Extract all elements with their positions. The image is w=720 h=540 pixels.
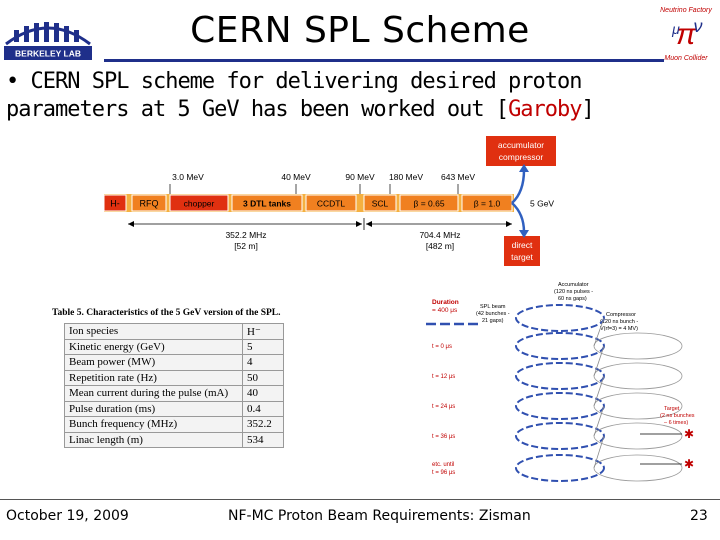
svg-text:ν: ν: [694, 16, 703, 36]
spl-beam-bunches: (42 bunches -: [476, 311, 510, 317]
length-low: [52 m]: [234, 241, 258, 251]
berkeley-lab-logo: BERKELEY LAB: [4, 6, 92, 62]
table-row: Kinetic energy (GeV)5: [64, 338, 284, 355]
table-cell-value: H⁻: [242, 323, 284, 340]
table-cell-value: 40: [242, 385, 284, 402]
time-label: etc. until: [432, 462, 454, 468]
time-label: t = 24 μs: [432, 404, 455, 410]
output-energy: 5 GeV: [530, 199, 554, 209]
table-row: Mean current during the pulse (mA)40: [64, 385, 284, 402]
duration-value: = 400 μs: [432, 307, 458, 314]
table-cell-parameter: Mean current during the pulse (mA): [64, 385, 243, 402]
block-label: β = 0.65: [413, 199, 444, 209]
table-cell-parameter: Beam power (MW): [64, 354, 243, 371]
table-row: Repetition rate (Hz)50: [64, 369, 284, 386]
footer-date: October 19, 2009: [6, 508, 129, 524]
block-label: CCDTL: [317, 199, 346, 209]
target-label: target: [511, 252, 533, 262]
svg-text:π: π: [676, 18, 697, 51]
accumulator-label: accumulator: [498, 140, 544, 150]
energy-label: 40 MeV: [281, 172, 311, 182]
length-high: [482 m]: [426, 241, 454, 251]
time-label: t = 12 μs: [432, 374, 455, 380]
table-cell-value: 0.4: [242, 400, 284, 417]
energy-label: 643 MeV: [441, 172, 475, 182]
accumulator-gaps: 60 ns gaps): [558, 296, 587, 302]
nf-mc-logo: Neutrino Factory π ν μ Muon Collider: [654, 0, 718, 66]
footer-rule: [0, 499, 720, 500]
table-cell-parameter: Linac length (m): [64, 431, 243, 448]
time-label: t = 96 μs: [432, 470, 455, 476]
svg-text:μ: μ: [671, 21, 680, 37]
spl-beam-gaps: 21 gaps): [482, 318, 504, 324]
compressor-label: compressor: [499, 152, 544, 162]
spl-scheme-diagram: 3.0 MeV 40 MeV 90 MeV 180 MeV 643 MeV H-…: [100, 134, 570, 274]
compressor-bunch: (120 ns bunch -: [600, 319, 638, 325]
accumulator-pulses: (120 ns pulses -: [554, 289, 593, 295]
bullet-highlight: Garoby: [508, 97, 582, 122]
accumulator-title: Accumulator: [558, 282, 589, 288]
bullet-text: • CERN SPL scheme for delivering desired…: [6, 69, 595, 122]
bullet-before: CERN SPL scheme for delivering desired p…: [6, 69, 583, 122]
block-label: β = 1.0: [474, 199, 501, 209]
table-cell-parameter: Ion species: [64, 323, 243, 340]
block-label: SCL: [372, 199, 389, 209]
logo-right-top: Neutrino Factory: [660, 7, 712, 14]
table-caption: Table 5. Characteristics of the 5 GeV ve…: [52, 308, 281, 318]
target-times: – 6 times): [664, 420, 688, 426]
table-cell-parameter: Repetition rate (Hz): [64, 369, 243, 386]
table-cell-value: 50: [242, 369, 284, 386]
table-cell-value: 5: [242, 338, 284, 355]
spl-beam-label: SPL beam: [480, 304, 506, 310]
bullet-after: ]: [581, 97, 595, 122]
energy-label: 180 MeV: [389, 172, 423, 182]
table-cell-parameter: Pulse duration (ms): [64, 400, 243, 417]
direct-label: direct: [512, 240, 533, 250]
title-rule: [104, 59, 664, 62]
time-label: t = 36 μs: [432, 434, 455, 440]
target-title: Target: [664, 406, 680, 412]
energy-label: 3.0 MeV: [172, 172, 204, 182]
table-cell-parameter: Bunch frequency (MHz): [64, 416, 243, 433]
target-bunches: (2 ns bunches: [660, 413, 695, 419]
slide-title: CERN SPL Scheme: [190, 10, 530, 51]
compressor-voltage: V(rf=3) = 4 MV): [600, 326, 638, 332]
logo-right-bottom: Muon Collider: [664, 55, 708, 62]
table-row: Bunch frequency (MHz)352.2: [64, 416, 284, 433]
target-star-icon: ✱: [684, 427, 694, 441]
freq-low: 352.2 MHz: [225, 230, 266, 240]
compressor-title: Compressor: [606, 312, 636, 318]
footer-title: NF-MC Proton Beam Requirements: Zisman: [228, 508, 531, 524]
spl-characteristics-table: Table 5. Characteristics of the 5 GeV ve…: [52, 308, 372, 486]
block-label: chopper: [184, 199, 215, 209]
table-cell-parameter: Kinetic energy (GeV): [64, 338, 243, 355]
block-label: H-: [110, 199, 120, 209]
table-row: Pulse duration (ms)0.4: [64, 400, 284, 417]
block-label: RFQ: [140, 199, 159, 209]
table-cell-value: 352.2: [242, 416, 284, 433]
energy-label: 90 MeV: [345, 172, 375, 182]
table-row: Linac length (m)534: [64, 431, 284, 448]
logo-left-text: BERKELEY LAB: [15, 49, 81, 59]
target-star-icon: ✱: [684, 457, 694, 471]
duration-label: Duration: [432, 299, 459, 306]
time-label: t = 0 μs: [432, 344, 452, 350]
table-row: Beam power (MW)4: [64, 354, 284, 371]
table-cell-value: 534: [242, 431, 284, 448]
table-cell-value: 4: [242, 354, 284, 371]
block-label: 3 DTL tanks: [243, 199, 291, 209]
bunch-structure-diagram: Duration = 400 μs SPL beam (42 bunches -…: [420, 274, 712, 496]
freq-high: 704.4 MHz: [419, 230, 460, 240]
page-number: 23: [690, 508, 708, 524]
